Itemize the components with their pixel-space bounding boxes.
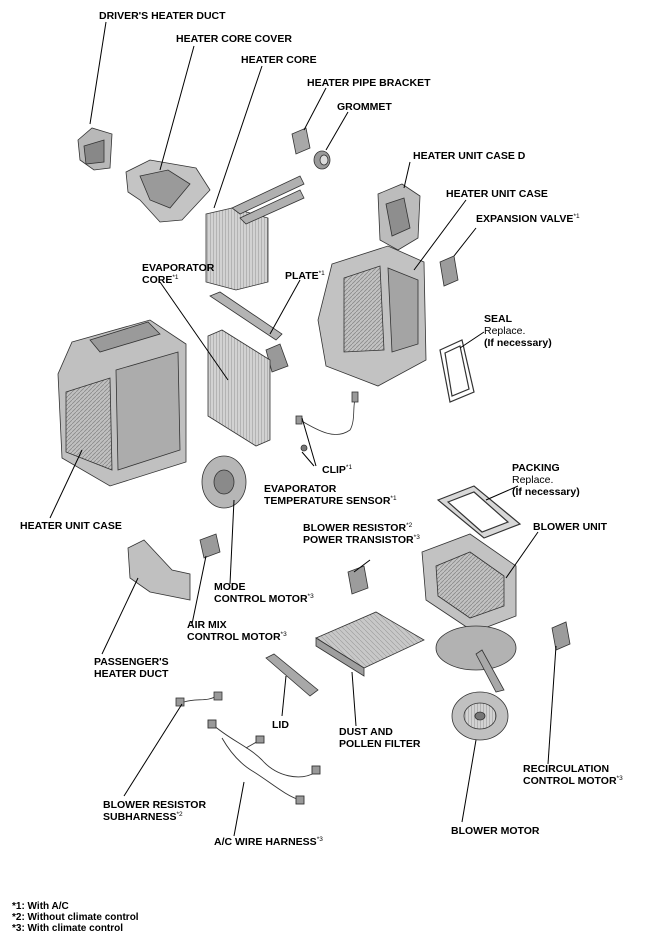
air-mix-control-motor-illustration (199, 533, 221, 559)
label-heater-core: HEATER CORE (241, 54, 317, 66)
label-blower-motor: BLOWER MOTOR (451, 825, 540, 837)
label-plate: PLATE*1 (285, 270, 325, 282)
label-heater-unit-case-d: HEATER UNIT CASE D (413, 150, 526, 162)
blower-resistor-illustration (347, 565, 369, 595)
label-lid: LID (272, 719, 289, 731)
expansion-valve-illustration (439, 255, 459, 287)
heater-pipe-bracket-illustration (291, 127, 311, 155)
packing-illustration (436, 485, 522, 539)
label-passengers-heater-duct: PASSENGER'S HEATER DUCT (94, 656, 169, 680)
blower-unit-illustration (421, 533, 517, 693)
dust-pollen-filter-illustration (315, 611, 425, 677)
evaporator-temperature-sensor-illustration (295, 391, 359, 435)
label-grommet: GROMMET (337, 101, 392, 113)
clip-illustration (300, 444, 308, 452)
grommet-illustration (313, 150, 331, 170)
heater-core-illustration (205, 175, 305, 291)
label-heater-core-cover: HEATER CORE COVER (176, 33, 292, 45)
recirculation-control-motor-illustration (551, 621, 571, 651)
label-blower-unit: BLOWER UNIT (533, 521, 608, 533)
label-blower-resistor-power-transistor: BLOWER RESISTOR*2 POWER TRANSISTOR*3 (303, 522, 420, 546)
label-heater-unit-case-top: HEATER UNIT CASE (446, 188, 548, 200)
label-air-mix-control-motor: AIR MIX CONTROL MOTOR*3 (187, 619, 287, 643)
label-packing: PACKING Replace. (If necessary) (512, 462, 580, 498)
label-evaporator-temperature-sensor: EVAPORATOR TEMPERATURE SENSOR*1 (264, 483, 397, 507)
label-heater-pipe-bracket: HEATER PIPE BRACKET (307, 77, 431, 89)
heater-unit-case-illustration (317, 245, 427, 387)
heater-core-cover-illustration (125, 159, 211, 223)
seal-illustration (439, 339, 475, 403)
label-drivers-heater-duct: DRIVER'S HEATER DUCT (99, 10, 226, 22)
evaporator-core-illustration (207, 329, 271, 447)
lid-illustration (265, 653, 319, 697)
plate-illustration (209, 291, 289, 373)
footnote-3: *3: With climate control (12, 923, 124, 934)
footnote-1: *1: With A/C (12, 901, 69, 912)
label-heater-unit-case-left: HEATER UNIT CASE (20, 520, 122, 532)
label-ac-wire-harness: A/C WIRE HARNESS*3 (214, 836, 323, 848)
leader-lines (49, 21, 557, 837)
label-seal: SEAL Replace. (If necessary) (484, 313, 552, 349)
blower-resistor-subharness-illustration (175, 691, 223, 707)
label-evaporator-core: EVAPORATOR CORE*1 (142, 262, 215, 286)
heater-unit-case-d-illustration (377, 183, 421, 251)
footnote-2: *2: Without climate control (12, 912, 139, 923)
label-clip: CLIP*1 (322, 464, 353, 476)
label-expansion-valve: EXPANSION VALVE*1 (476, 213, 580, 225)
label-mode-control-motor: MODE CONTROL MOTOR*3 (214, 581, 314, 605)
label-blower-resistor-subharness: BLOWER RESISTOR SUBHARNESS*2 (103, 799, 207, 823)
mode-control-motor-illustration (201, 455, 247, 509)
label-dust-pollen-filter: DUST AND POLLEN FILTER (339, 726, 421, 750)
drivers-heater-duct-illustration (77, 127, 113, 171)
left-heater-unit-case-illustration (57, 319, 187, 487)
blower-motor-illustration (451, 691, 509, 741)
ac-wire-harness-illustration (207, 719, 321, 805)
label-recirculation-control-motor: RECIRCULATION CONTROL MOTOR*3 (523, 763, 623, 787)
passengers-heater-duct-illustration (127, 539, 191, 601)
